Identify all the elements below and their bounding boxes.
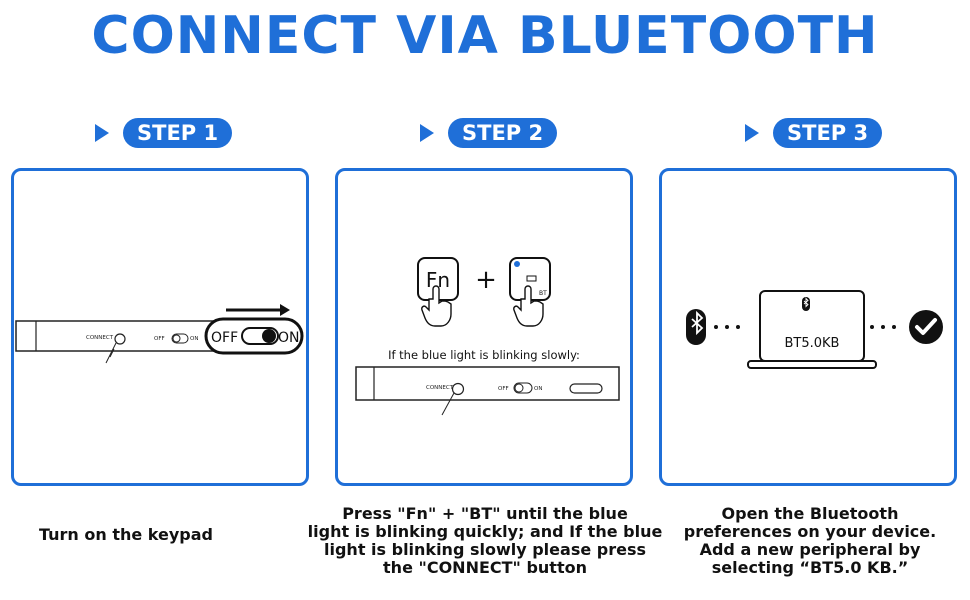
step-3-label: STEP 3 — [773, 118, 883, 148]
laptop-device-label: BT5.0KB — [785, 336, 840, 351]
step-2-label: STEP 2 — [448, 118, 558, 148]
connect-button-icon — [114, 333, 126, 345]
switch-off-label-small: OFF — [154, 336, 165, 342]
finger-pointer-icon — [421, 285, 452, 327]
caption-line: light is blinking quickly; and If the bl… — [307, 522, 663, 541]
play-arrow-icon — [420, 124, 434, 142]
caption-line: Open the Bluetooth — [721, 504, 899, 523]
bt-key-label: BT — [539, 290, 547, 297]
keypad-power-illustration: CONNECT OFF ON OFF ON — [15, 304, 304, 364]
switch-on-label-small: ON — [190, 336, 198, 342]
caption-line: Press "Fn" + "BT" until the blue — [342, 504, 628, 523]
play-arrow-icon — [745, 124, 759, 142]
switch-on-label-small: ON — [534, 386, 542, 392]
caption-line: the "CONNECT" button — [383, 558, 587, 577]
step-3-caption: Open the Bluetooth preferences on your d… — [660, 505, 960, 577]
plus-sign: + — [475, 265, 497, 295]
step-1-label: STEP 1 — [123, 118, 233, 148]
step-1-panel: CONNECT OFF ON OFF ON — [11, 168, 309, 486]
blue-led-icon — [514, 261, 520, 267]
connect-button-icon — [451, 382, 465, 396]
step-2-panel: Fn + BT If the blue light is blinking sl… — [335, 168, 633, 486]
step-1-caption: Turn on the keypad — [38, 525, 213, 544]
bt-key-glyph — [526, 275, 537, 282]
switch-on-label: ON — [278, 330, 300, 346]
connect-label: CONNECT — [426, 385, 454, 391]
page-title: CONNECT VIA BLUETOOTH — [91, 6, 879, 66]
step-1-header: STEP 1 — [95, 118, 233, 148]
usb-c-port-icon — [569, 383, 603, 394]
connect-label: CONNECT — [86, 335, 114, 341]
blinking-slowly-note: If the blue light is blinking slowly: — [388, 348, 580, 362]
bluetooth-icon — [686, 309, 706, 345]
caption-line: Add a new peripheral by — [699, 540, 921, 559]
caption-line: selecting “BT5.0 KB.” — [711, 558, 909, 577]
finger-pointer-icon — [513, 285, 544, 327]
caption-line: preferences on your device. — [683, 522, 937, 541]
step-2-header: STEP 2 — [420, 118, 558, 148]
play-arrow-icon — [95, 124, 109, 142]
caption-line: light is blinking slowly please press — [324, 540, 646, 559]
step-3-panel: BT5.0KB — [659, 168, 957, 486]
switch-off-label: OFF — [211, 330, 238, 346]
step-3-header: STEP 3 — [745, 118, 883, 148]
key-combo-illustration: Fn + BT If the blue light is blinking sl… — [355, 257, 620, 416]
switch-off-label-small: OFF — [498, 386, 509, 392]
bluetooth-pairing-illustration: BT5.0KB — [686, 290, 943, 369]
step-2-caption: Press "Fn" + "BT" until the blue light i… — [300, 505, 670, 577]
